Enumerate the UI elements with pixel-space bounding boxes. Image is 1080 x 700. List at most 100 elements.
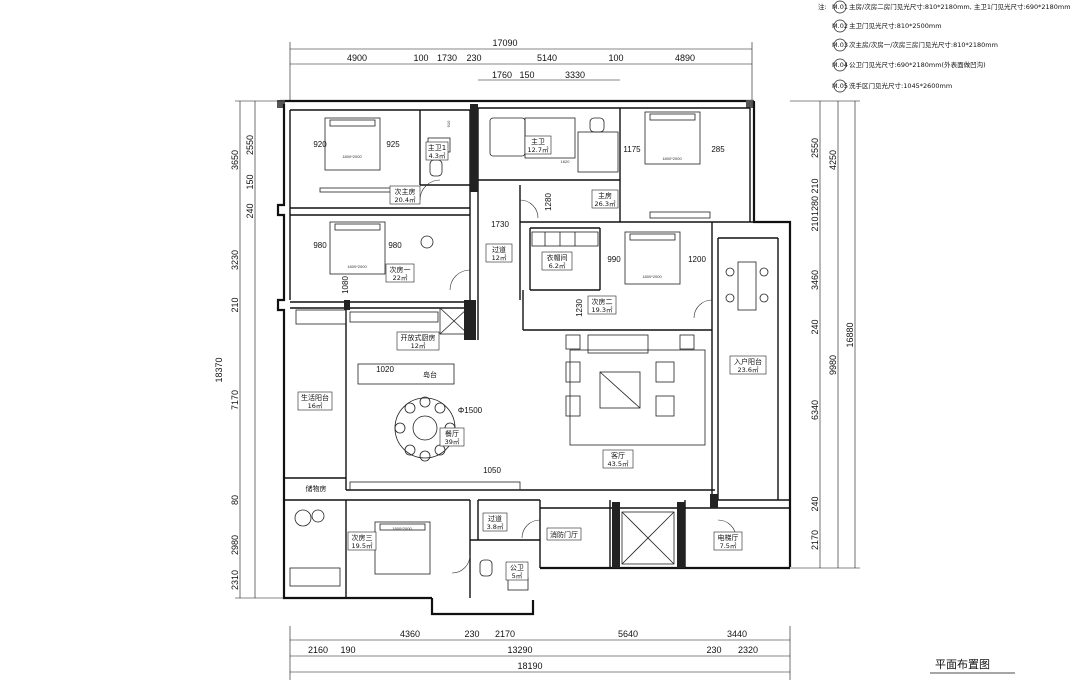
room-area: 6.2㎡: [549, 261, 566, 270]
dim-top: 150: [519, 70, 534, 80]
room-label: 客厅 43.5㎡: [602, 449, 634, 469]
room-name: 主房: [598, 191, 612, 200]
note-item: M.01 主房/次房二房门见光尺寸:810*2180mm, 主卫1门见光尺寸:6…: [832, 0, 1071, 14]
room-area: 16㎡: [308, 401, 323, 410]
room-name: 衣帽间: [547, 253, 568, 262]
note-code: M.02: [832, 22, 848, 30]
door-swings: [419, 179, 737, 574]
inner-dim: 910: [446, 120, 451, 127]
room-name: 开放式厨房: [401, 333, 436, 342]
dim-bottom: 4360: [400, 629, 420, 639]
room-name: 消防门厅: [550, 530, 578, 539]
dim-left: 3230: [230, 250, 240, 270]
dim-top: 100: [608, 53, 623, 63]
inner-dim: 1730: [491, 220, 509, 229]
room-area: 19.3㎡: [592, 305, 613, 314]
inner-dim: 1020: [376, 365, 394, 374]
dim-right: 2550: [810, 138, 820, 158]
room-area: 4.3㎡: [429, 151, 446, 160]
note-text: 公卫门见光尺寸:690*2180mm(外表面做凹沟): [849, 60, 986, 69]
inner-dim: Φ1500: [458, 406, 483, 415]
dim-right: 9980: [828, 355, 838, 375]
dim-bottom: 5640: [618, 629, 638, 639]
bed-size: 1800*2000: [662, 156, 682, 161]
room-name: 次房二: [592, 297, 613, 306]
note-item: M.05 洗手区门见光尺寸:1045*2600mm: [832, 79, 952, 93]
room-label: 过道 12㎡: [485, 243, 513, 263]
dim-left: 80: [230, 495, 240, 505]
room-name: 储物房: [306, 484, 327, 493]
dim-bottom: 13290: [507, 645, 532, 655]
bottom-dimensions: 4360 230 2170 5640 3440 13290 2160 190 2…: [308, 629, 758, 671]
bed-size-labels: 1800*2000 1800*2000 1800*2000 1800*2000 …: [342, 154, 682, 531]
room-area: 20.4㎡: [395, 195, 416, 204]
inner-dim: 285: [711, 145, 725, 154]
room-label: 次房三 19.5㎡: [347, 531, 377, 551]
room-name: 生活阳台: [301, 393, 329, 402]
inner-dim: 1175: [623, 145, 641, 154]
inner-dim: 1050: [483, 466, 501, 475]
note-code: M.04: [832, 61, 848, 69]
dim-left: 7170: [230, 390, 240, 410]
room-area: 39㎡: [445, 437, 460, 446]
room-label: 餐厅 39㎡: [439, 427, 465, 447]
room-name: 次主房: [395, 187, 416, 196]
room-label: 衣帽间 6.2㎡: [541, 251, 573, 271]
room-area: 26.3㎡: [595, 199, 616, 208]
room-label: 次房一 22㎡: [385, 263, 415, 283]
wall-solids: [344, 104, 718, 568]
room-area: 12.7㎡: [528, 145, 549, 154]
dim-top: 5140: [537, 53, 557, 63]
room-area: 12㎡: [492, 253, 507, 262]
dim-top: 100: [413, 53, 428, 63]
drawing-title: 平面布置图: [935, 658, 990, 671]
right-dimensions: 2550 4250 210 1280 210 3460 240 9980 634…: [810, 138, 855, 550]
room-area: 19.5㎡: [352, 541, 373, 550]
room-area: 43.5㎡: [608, 459, 629, 468]
room-name: 过道: [488, 514, 502, 523]
left-dimensions: 3650 2550 150 240 3230 210 7170 80 2980 …: [214, 135, 255, 590]
dim-left: 3650: [230, 150, 240, 170]
dim-right: 3460: [810, 270, 820, 290]
dim-top: 1730: [437, 53, 457, 63]
dimension-lines: [235, 42, 860, 680]
dim-left: 150: [245, 174, 255, 189]
room-name: 电梯厅: [718, 533, 739, 542]
note-code: M.05: [832, 82, 848, 90]
dim-left: 2310: [230, 570, 240, 590]
room-area: 3.8㎡: [487, 522, 504, 531]
inner-dim: 1230: [575, 299, 584, 317]
inner-dim: 990: [607, 255, 621, 264]
top-dimensions: 17090 4900 100 1730 230 5140 100 4890 17…: [347, 38, 695, 80]
room-area: 5㎡: [512, 571, 523, 580]
note-item: M.04 公卫门见光尺寸:690*2180mm(外表面做凹沟): [832, 58, 986, 72]
room-label: 主卫1 4.3㎡: [425, 141, 449, 161]
room-name: 客厅: [611, 451, 625, 460]
inner-dim: 920: [313, 140, 327, 149]
dim-right: 4250: [828, 150, 838, 170]
room-name: 岛台: [423, 370, 437, 379]
bed-size: 1800*2000: [347, 264, 367, 269]
room-label: 电梯厅 7.5㎡: [713, 531, 743, 551]
room-area: 23.6㎡: [738, 365, 759, 374]
furniture: [289, 111, 769, 591]
notes-legend: 注: M.01 主房/次房二房门见光尺寸:810*2180mm, 主卫1门见光尺…: [818, 0, 1071, 93]
note-item: M.03 次主房/次房一/次房三房门见光尺寸:810*2180mm: [832, 38, 998, 52]
room-name: 次房一: [390, 265, 411, 274]
room-name: 主卫1: [428, 143, 446, 152]
dim-top: 230: [466, 53, 481, 63]
dim-right: 6340: [810, 400, 820, 420]
dim-bottom: 2320: [738, 645, 758, 655]
room-area: 7.5㎡: [720, 541, 737, 550]
dim-right: 240: [810, 496, 820, 511]
room-name: 公卫: [510, 564, 524, 572]
room-name: 主卫: [531, 137, 545, 146]
dim-bottom: 2160: [308, 645, 328, 655]
dim-top-total: 17090: [492, 38, 517, 48]
room-label: 主卫 12.7㎡: [524, 135, 552, 155]
room-label: 储物房: [306, 484, 327, 493]
dim-bottom: 230: [464, 629, 479, 639]
room-label: 岛台: [423, 370, 437, 379]
inner-dim: 1620: [561, 159, 571, 164]
